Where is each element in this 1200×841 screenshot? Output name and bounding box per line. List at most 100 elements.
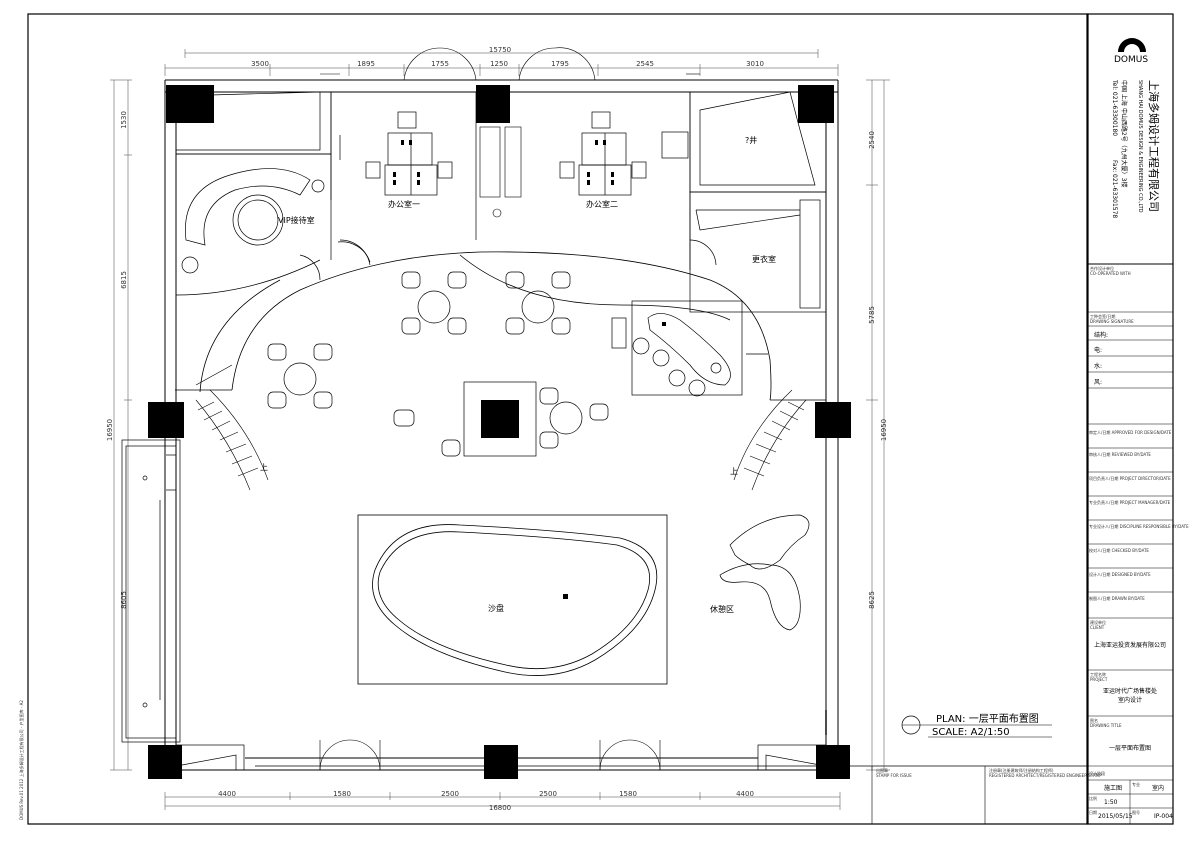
- logo-text: DOMUS: [1114, 55, 1148, 65]
- number-label: 图号: [1132, 809, 1140, 815]
- dim-top-seg-2: 1895: [357, 60, 375, 68]
- top-openings: [320, 47, 700, 81]
- dim-bottom-seg-1: 4400: [218, 790, 236, 798]
- dim-top-seg-4: 1250: [490, 60, 508, 68]
- sign-row-3: 项目负责人/日期 PROJECT DIRECTOR/DATE: [1089, 475, 1171, 481]
- dim-bottom-seg-5: 1580: [619, 790, 637, 798]
- sign-row-8: 制图人/日期 DRAWN BY/DATE: [1089, 595, 1145, 601]
- drawing-en: DRAWING TITLE: [1090, 723, 1122, 728]
- dim-top-seg-6: 2545: [636, 60, 654, 68]
- lounge-sofas: [719, 514, 810, 631]
- room-label-unknown: ?井: [745, 135, 757, 145]
- client-en: CLIENT: [1090, 625, 1105, 630]
- sign-row-6: 校对人/日期 CHECKED BY/DATE: [1089, 547, 1149, 553]
- company-fax: Fax: 021-63301578: [1111, 160, 1118, 218]
- dim-right-seg-1: 2540: [868, 131, 876, 149]
- room-label-changing: 更衣室: [752, 254, 776, 264]
- dimensions-bottom: [164, 792, 841, 810]
- discipline-label: 专业: [1132, 781, 1140, 787]
- side-note: DOMUS Rev.01 2012 上海多姆设计工程有限公司 - 户型图库 - …: [18, 700, 24, 820]
- stair-left-label: 上: [260, 463, 268, 472]
- structural-columns: [148, 85, 851, 779]
- coop-en: CO-OPERATED WITH: [1090, 271, 1131, 276]
- sandtable-center: [563, 594, 568, 599]
- project-label: 工程名称: [1090, 671, 1106, 677]
- coop-label: 合作设计单位: [1090, 265, 1114, 271]
- scale-label: 比例: [1089, 795, 1097, 801]
- dim-bottom-seg-2: 1580: [333, 790, 351, 798]
- company-address: 中国 上海 中山西路2号（九州大厦）3楼: [1120, 80, 1128, 187]
- stair-right-label: 上: [730, 467, 738, 476]
- dim-bottom-seg-4: 2500: [539, 790, 557, 798]
- room-label-vip: VIP接待室: [278, 215, 315, 225]
- company-tel: Tel: 021-63300180: [1111, 79, 1118, 136]
- stamp-area: [871, 766, 986, 824]
- scale-value: 1:50: [1104, 799, 1118, 806]
- sign-row-2: 审核人/日期 REVIEWED BY/DATE: [1089, 451, 1151, 457]
- drawing-name: 一层平面布置图: [1109, 744, 1151, 752]
- office-1-sockets: [393, 140, 420, 185]
- dining-sets: [267, 271, 609, 457]
- dimensions-left: [110, 79, 132, 771]
- client-label: 建设单位: [1090, 619, 1106, 625]
- stage-value: 施工图: [1104, 784, 1122, 792]
- display-marker: [662, 322, 666, 326]
- plan-scale: SCALE: A2/1:50: [932, 727, 1010, 738]
- dim-top-seg-3: 1755: [431, 60, 449, 68]
- dim-top-total: 15750: [489, 46, 511, 54]
- central-hall: [175, 241, 826, 401]
- sign-row-4: 专业负责人/日期 PROJECT MANAGER/DATE: [1089, 499, 1171, 505]
- dim-left-seg-1: 1530: [120, 111, 128, 129]
- dim-bottom-seg-3: 2500: [441, 790, 459, 798]
- office-1: [330, 92, 477, 266]
- office-2-sockets: [587, 140, 614, 185]
- dim-top-seg-7: 3010: [746, 60, 764, 68]
- drawing-label: 图名: [1090, 717, 1098, 723]
- project-en: PROJECT: [1090, 677, 1108, 682]
- dim-bottom-seg-6: 4400: [736, 790, 754, 798]
- office-2: [559, 92, 691, 270]
- dim-bottom-total: 16800: [489, 804, 511, 812]
- reg-label: 注册章(注册建筑师/注册结构工程师): [989, 767, 1054, 773]
- trade-water: 水:: [1094, 362, 1102, 370]
- project-name-1: 亚运时代广场售楼处: [1103, 687, 1157, 695]
- stamp-en: STAMP FOR ISSUE: [876, 773, 912, 778]
- room-label-office2: 办公室二: [586, 199, 618, 209]
- vip-room: [175, 91, 341, 296]
- sandtable-area: [357, 514, 668, 685]
- left-corridor: [121, 439, 181, 743]
- trades-en: DRAWING SIGNATURE: [1090, 319, 1134, 324]
- trade-electric: 电:: [1094, 346, 1102, 354]
- plan-title-block: [901, 715, 1052, 738]
- date-value: 2015/05/15: [1098, 813, 1133, 820]
- sign-row-5: 专业设计人/日期 DISCIPLINE RESPONSIBLE BY/DATE: [1089, 523, 1189, 529]
- room-label-office1: 办公室一: [388, 199, 420, 209]
- plan-title: PLAN: 一层平面布置图: [936, 713, 1039, 725]
- room-label-sandtable: 沙盘: [488, 603, 504, 613]
- stage-label: 设计阶段: [1089, 770, 1105, 776]
- company-name-en: SHANG HAI DOMUS DESIGN & ENGINEERING CO.…: [1137, 80, 1143, 213]
- discipline-value: 室内: [1152, 784, 1164, 792]
- dim-left-seg-2: 6815: [120, 271, 128, 289]
- dim-right-total: 16950: [880, 419, 888, 441]
- changing-room: [689, 191, 827, 313]
- trades-label: 工种会签/日期: [1090, 313, 1115, 319]
- dim-top-seg-5: 1795: [551, 60, 569, 68]
- dim-left-total: 16950: [106, 419, 114, 441]
- stair-left: [195, 364, 269, 491]
- stair-right: [733, 389, 807, 491]
- date-label: 日期: [1089, 809, 1097, 815]
- dim-left-seg-3: 8605: [120, 591, 128, 609]
- dim-right-seg-2: 5785: [868, 306, 876, 324]
- sheet-frame: [27, 13, 1089, 825]
- reg-en: REGISTERED ARCHITECT/REGISTERED ENGINEER…: [989, 773, 1102, 778]
- company-name-cn: 上海多姆设计工程有限公司: [1147, 80, 1161, 212]
- sign-row-1: 审定人/日期 APPROVED FOR DESIGN/DATE: [1089, 429, 1172, 435]
- storage-cabinets: [479, 126, 522, 218]
- stamp-label: 出图章: [876, 767, 888, 773]
- domus-logo: [1118, 38, 1146, 52]
- dim-right-seg-3: 8625: [868, 591, 876, 609]
- title-block-rows: [1087, 311, 1173, 824]
